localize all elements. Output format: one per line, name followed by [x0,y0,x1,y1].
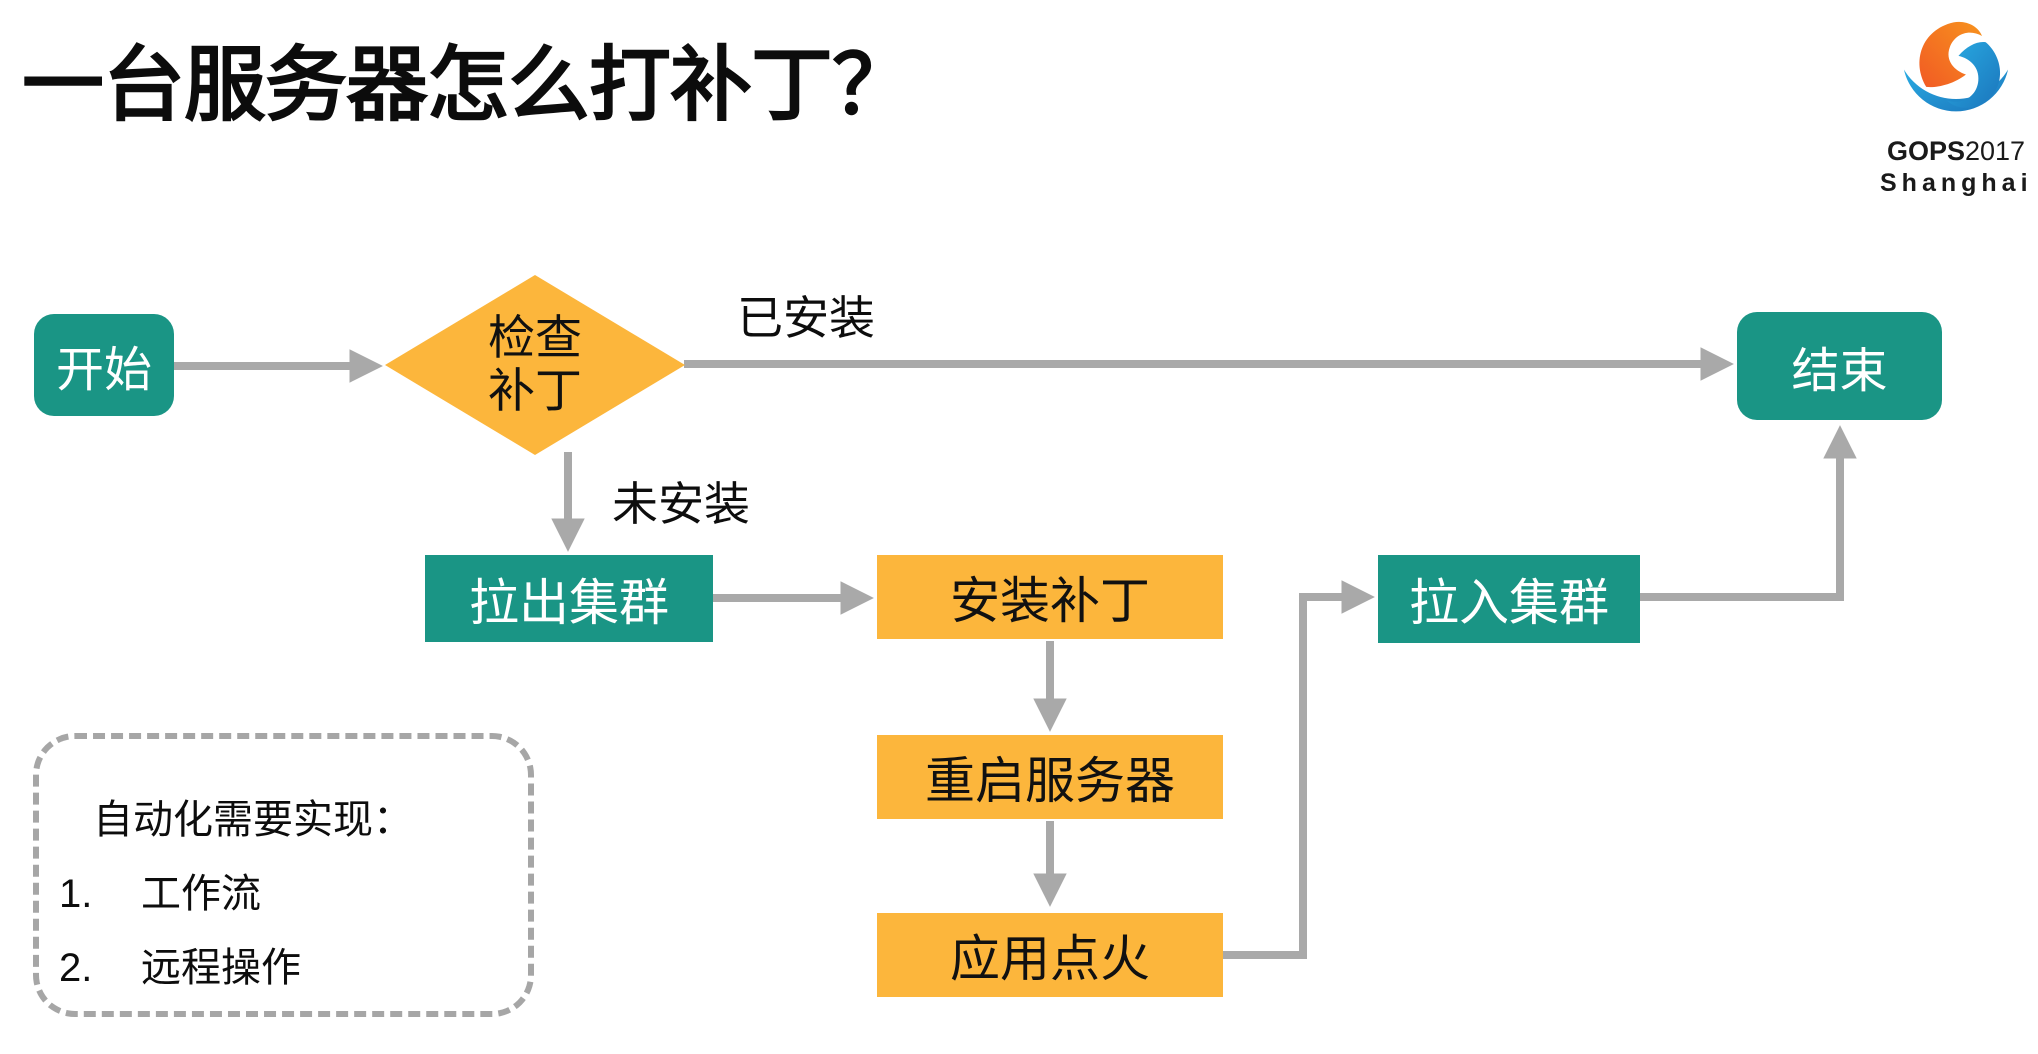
connector-pullin-to-end [1640,425,1857,601]
connector-ignite-to-pullin [1223,580,1375,959]
node-install-patch: 安装补丁 [877,555,1223,639]
gops-logo-gops: GOPS [1886,136,1965,166]
gops-logo-city: Shanghai [1880,169,2033,197]
gops-logo: GOPS2017 Shanghai [1880,10,2032,198]
edge-label-not-installed: 未安装 [612,478,750,530]
page-title: 一台服务器怎么打补丁？ [22,38,914,133]
automation-note-box: 自动化需要实现： 1. 工作流 2. 远程操作 [33,733,534,1017]
node-end-label: 结束 [1791,345,1888,398]
node-pull-in-label: 拉入集群 [1409,575,1609,631]
node-ignite-label: 应用点火 [950,931,1150,987]
node-restart-server: 重启服务器 [877,735,1223,819]
note-heading: 自动化需要实现： [93,798,413,842]
node-restart-label: 重启服务器 [925,753,1175,809]
gops-logo-icon [1903,21,2009,112]
note-item-2-number: 2. [59,946,93,990]
note-item: 2. 远程操作 [59,935,301,993]
node-start: 开始 [34,314,174,416]
gops-logo-text-line1: GOPS2017 [1880,136,2032,167]
node-pull-in-cluster: 拉入集群 [1378,555,1640,643]
node-decision: 检查 补丁 [385,275,685,455]
note-item-1-text: 工作流 [141,872,261,916]
node-pull-out-cluster: 拉出集群 [425,555,713,642]
node-start-label: 开始 [55,344,152,397]
node-app-ignite: 应用点火 [877,913,1223,997]
decision-label-line2: 补丁 [488,364,582,417]
note-item-1-number: 1. [59,872,93,916]
decision-label-line1: 检查 [488,311,582,365]
node-pull-out-label: 拉出集群 [469,574,669,631]
gops-logo-year: 2017 [1964,136,2026,166]
edge-label-installed: 已安装 [737,292,875,344]
node-decision-label: 检查 补丁 [385,275,685,455]
node-install-label: 安装补丁 [950,573,1150,629]
node-end: 结束 [1737,312,1942,420]
note-item-2-text: 远程操作 [141,946,301,990]
note-item: 1. 工作流 [59,861,261,919]
